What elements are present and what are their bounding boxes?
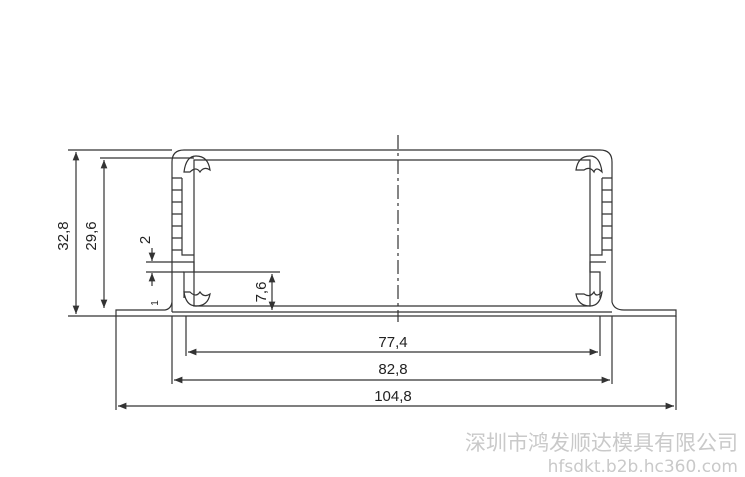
label-width-inner: 77,4: [378, 334, 407, 351]
right-bottom-boss: [575, 290, 603, 307]
dim-width-inner: [185, 316, 601, 356]
dim-slot-height: [194, 271, 280, 310]
right-slot: [589, 261, 606, 298]
right-top-boss: [575, 155, 603, 174]
label-width-overall: 104,8: [374, 388, 412, 405]
watermark-company: 深圳市鸿发顺达模具有限公司: [465, 431, 738, 455]
profile-outline: [115, 149, 677, 317]
dim-height-inner: [100, 157, 194, 308]
label-height-outer: 32,8: [55, 221, 72, 250]
dim-fin-gap: [146, 248, 184, 286]
left-bottom-boss: [183, 290, 211, 307]
label-height-inner: 29,6: [83, 221, 100, 250]
label-slot-height: 7,6: [253, 282, 270, 303]
dim-width-overall: [115, 316, 677, 410]
dim-width-middle: [171, 316, 613, 384]
left-top-boss: [183, 155, 211, 174]
right-fins: [590, 177, 612, 256]
left-fins: [172, 177, 194, 256]
label-width-middle: 82,8: [378, 361, 407, 378]
label-fin-gap: 2: [137, 236, 154, 244]
label-small-mark: 1: [150, 300, 161, 306]
watermark-site: hfsdkt.b2b.hc360.com: [548, 457, 738, 477]
dim-height-outer: [68, 149, 172, 317]
